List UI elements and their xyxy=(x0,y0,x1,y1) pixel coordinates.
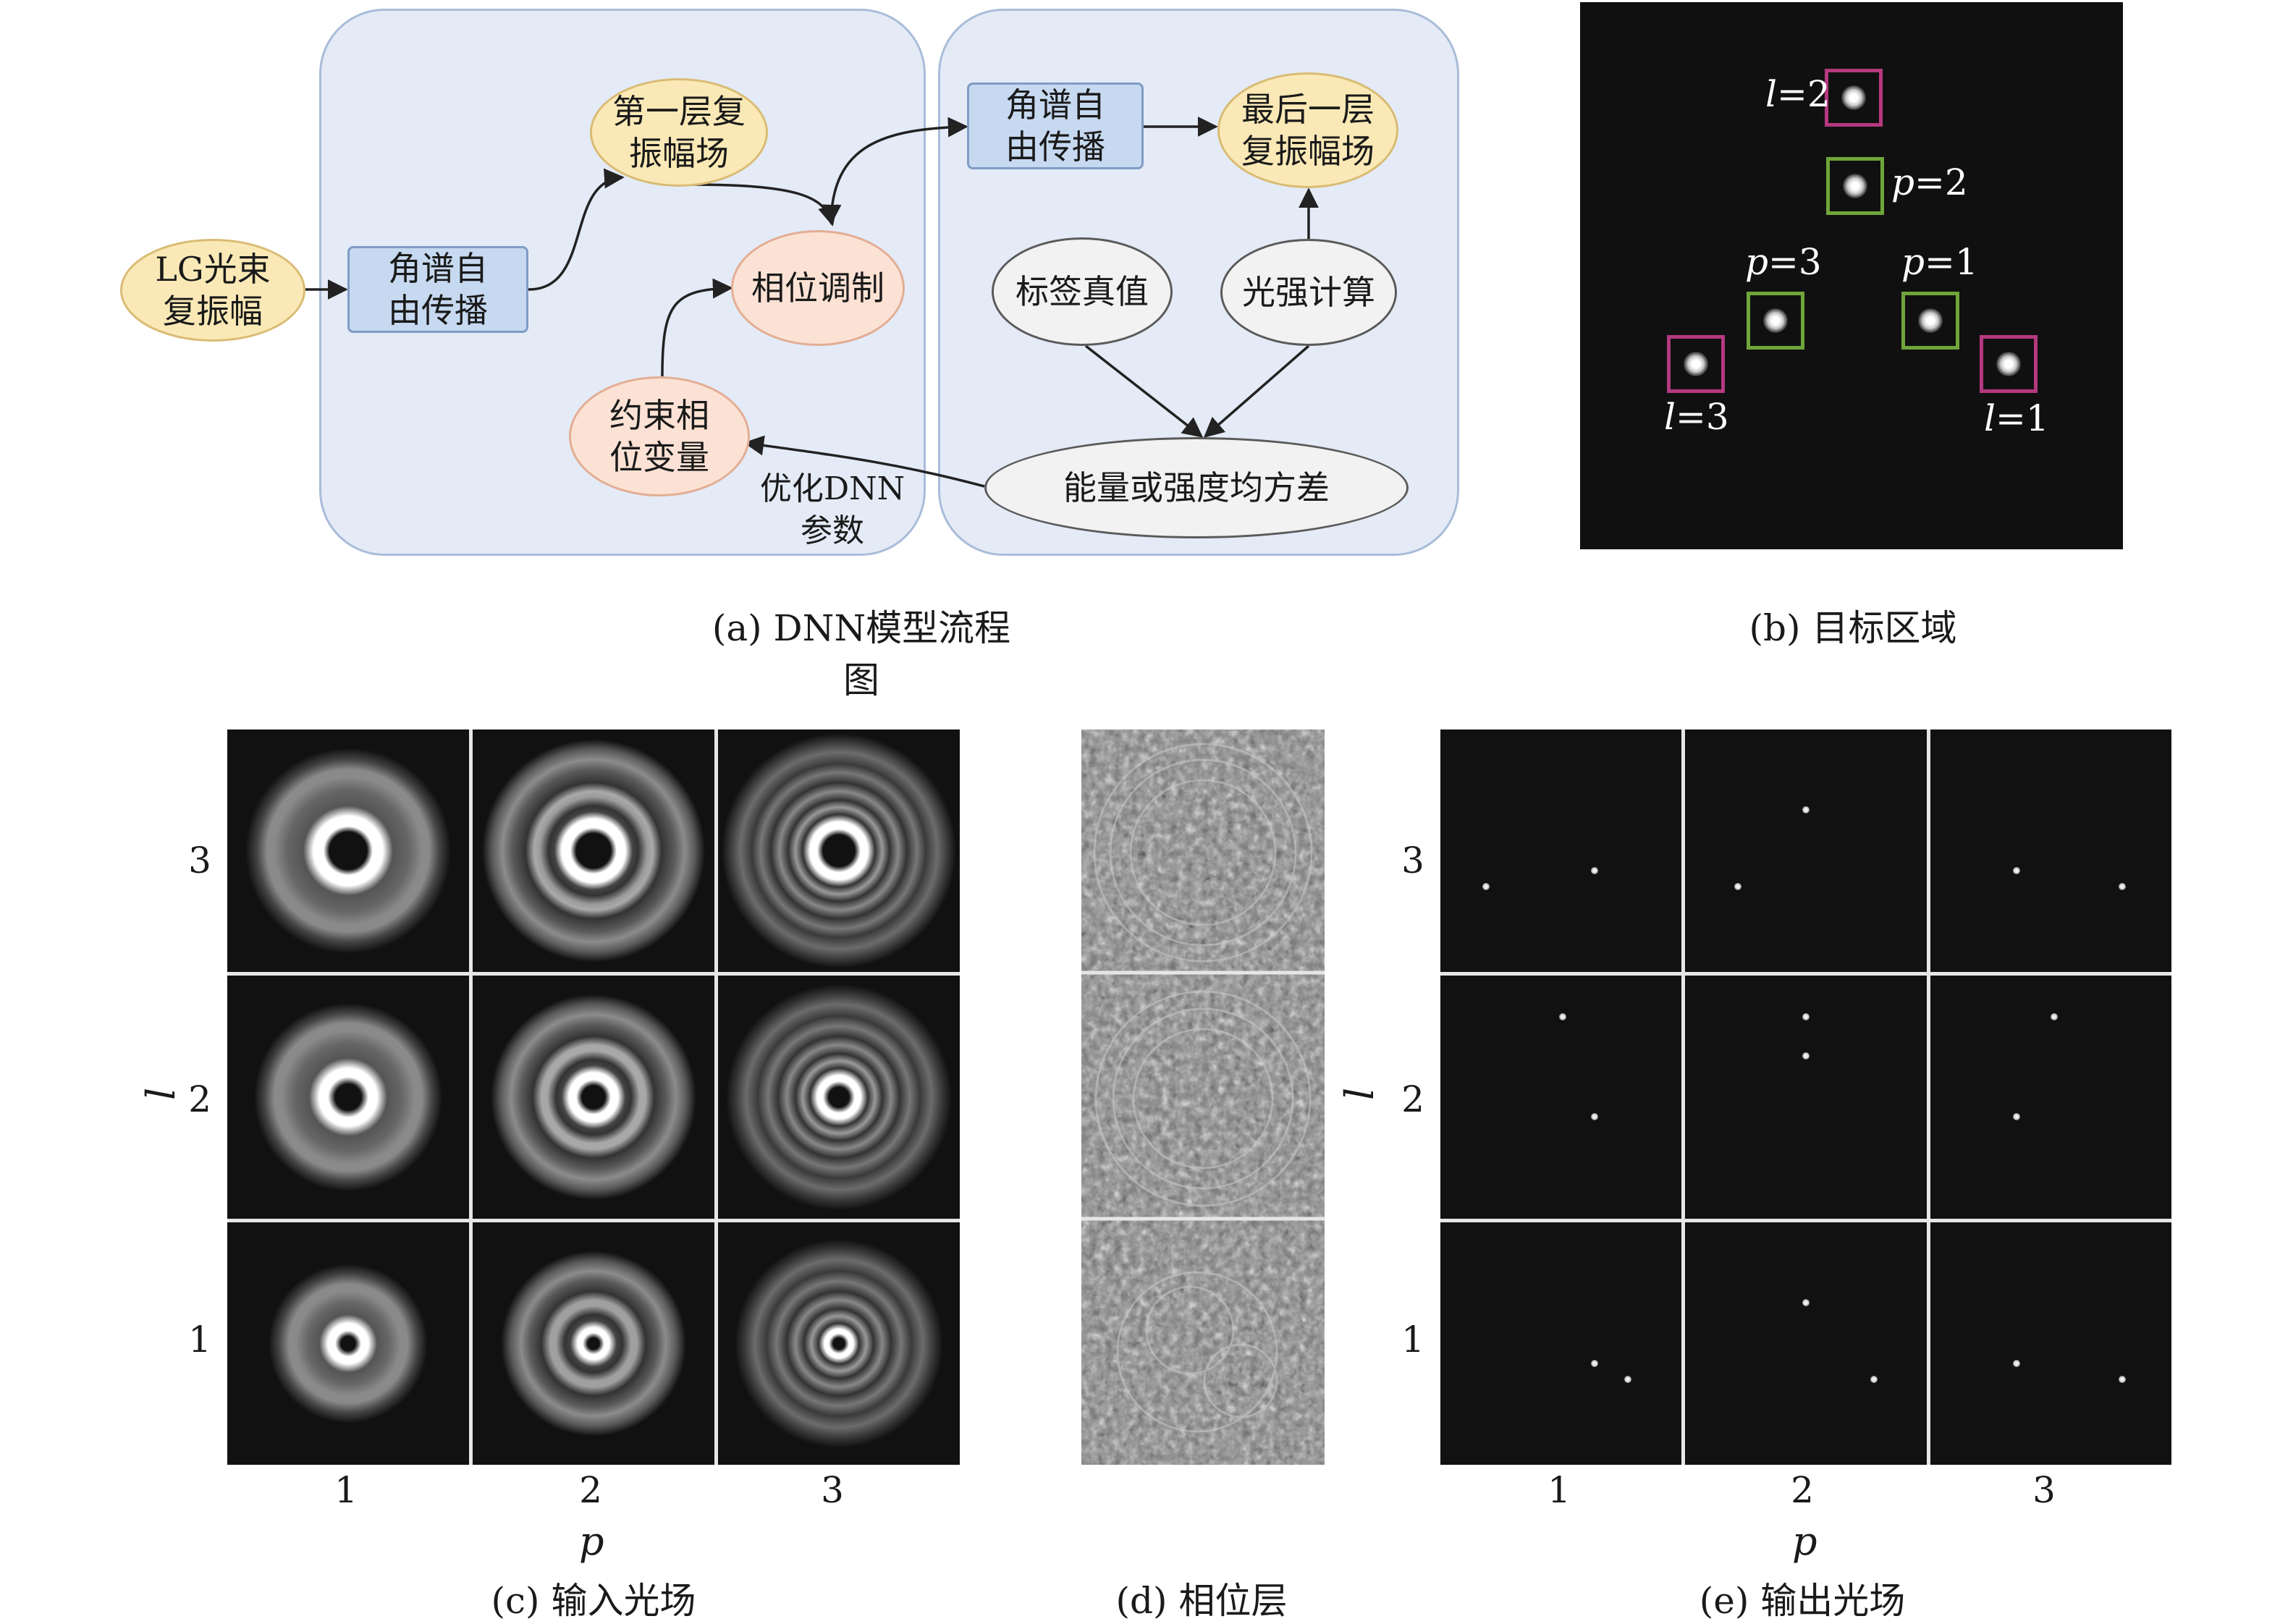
target-box-p3 xyxy=(1747,292,1804,350)
target-spot-p1 xyxy=(1918,308,1943,333)
input-x-axis-label: p xyxy=(579,1518,604,1564)
arrow-prop1-to-first xyxy=(528,168,625,291)
input-xtick-2: 2 xyxy=(579,1469,602,1511)
target-spot-l3 xyxy=(1684,352,1708,376)
flowchart-arrows xyxy=(305,117,1319,488)
input-cell-l2-p3 xyxy=(718,976,960,1219)
node-constrained-phase: 约束相位变量 xyxy=(569,376,750,496)
caption-b: (b) 目标区域 xyxy=(1749,607,1957,649)
node-label-truth: 标签真值 xyxy=(992,237,1173,346)
target-label-p3: p=3 xyxy=(1745,241,1822,283)
caption-d: (d) 相位层 xyxy=(1115,1580,1288,1622)
input-cell-l3-p3 xyxy=(718,729,960,973)
node-first-layer-field: 第一层复振幅场 xyxy=(590,78,768,187)
output-y-axis-label: l xyxy=(1337,1087,1383,1101)
input-y-axis-label: l xyxy=(138,1087,185,1101)
target-box-l2 xyxy=(1825,69,1883,127)
input-cell-l1-p1 xyxy=(227,1222,469,1465)
input-xtick-3: 3 xyxy=(821,1469,844,1511)
target-box-l1 xyxy=(1980,335,2038,393)
output-field-grid xyxy=(1440,729,2171,1465)
arrow-intensity-to-mse xyxy=(1203,344,1310,438)
input-field-grid xyxy=(227,729,960,1465)
target-label-l2: l=2 xyxy=(1765,73,1831,115)
output-cell-l1-p3 xyxy=(1930,1222,2171,1465)
input-ytick-2: 2 xyxy=(188,1078,211,1120)
target-label-l1: l=1 xyxy=(1984,397,2049,439)
input-cell-l1-p3 xyxy=(718,1222,960,1465)
target-spot-l1 xyxy=(1996,352,2021,376)
input-xtick-1: 1 xyxy=(334,1469,358,1511)
arrow-constraint-to-phase xyxy=(661,278,733,377)
input-cell-l2-p1 xyxy=(227,976,469,1219)
input-cell-l3-p1 xyxy=(227,729,469,973)
output-xtick-3: 3 xyxy=(2032,1469,2056,1511)
output-xtick-1: 1 xyxy=(1548,1469,1571,1511)
arrow-mse-to-constraint xyxy=(743,435,985,488)
target-region-panel: l=2 p=2 p=3 p=1 l=3 l=1 xyxy=(1580,2,2123,549)
output-ytick-2: 2 xyxy=(1401,1078,1424,1120)
phase-layer-panel xyxy=(1081,729,1325,1465)
output-cell-l3-p1 xyxy=(1440,729,1682,973)
target-box-p2 xyxy=(1826,157,1884,215)
caption-c: (c) 输入光场 xyxy=(491,1580,696,1622)
target-box-l3 xyxy=(1667,335,1725,393)
node-lg-beam: LG光束复振幅 xyxy=(120,239,305,342)
node-angular-prop-1: 角谱自由传播 xyxy=(347,246,528,333)
target-label-p1: p=1 xyxy=(1901,241,1978,283)
input-cell-l3-p2 xyxy=(473,729,714,973)
target-spot-l2 xyxy=(1841,85,1866,110)
node-mse: 能量或强度均方差 xyxy=(984,437,1409,538)
output-xtick-2: 2 xyxy=(1791,1469,1814,1511)
output-ytick-1: 1 xyxy=(1401,1319,1424,1361)
output-x-axis-label: p xyxy=(1792,1518,1817,1564)
node-angular-prop-2: 角谱自由传播 xyxy=(967,83,1144,169)
output-cell-l3-p2 xyxy=(1685,729,1927,973)
target-label-p2: p=2 xyxy=(1891,161,1968,203)
output-cell-l3-p3 xyxy=(1930,729,2171,973)
target-spot-p2 xyxy=(1843,174,1867,198)
output-cell-l2-p1 xyxy=(1440,976,1682,1219)
output-cell-l1-p2 xyxy=(1685,1222,1927,1465)
arrow-label-to-mse xyxy=(1084,344,1204,438)
caption-e: (e) 输出光场 xyxy=(1699,1580,1906,1622)
input-ytick-3: 3 xyxy=(188,840,211,881)
target-spot-p3 xyxy=(1763,308,1788,333)
node-phase-modulation: 相位调制 xyxy=(731,230,905,346)
input-cell-l2-p2 xyxy=(473,976,714,1219)
caption-a: (a) DNN模型流程图 xyxy=(712,607,1011,701)
output-ytick-3: 3 xyxy=(1401,840,1424,881)
node-last-layer-field: 最后一层复振幅场 xyxy=(1217,72,1398,188)
target-box-p1 xyxy=(1901,292,1959,350)
output-cell-l2-p3 xyxy=(1930,976,2171,1219)
input-cell-l1-p2 xyxy=(473,1222,714,1465)
output-cell-l2-p2 xyxy=(1685,976,1927,1219)
input-ytick-1: 1 xyxy=(188,1319,211,1361)
arrow-phase-to-prop2 xyxy=(821,117,968,225)
output-cell-l1-p1 xyxy=(1440,1222,1682,1465)
target-label-l3: l=3 xyxy=(1664,396,1729,438)
node-intensity-calc: 光强计算 xyxy=(1220,239,1397,346)
arrow-first-to-phase xyxy=(687,183,838,227)
